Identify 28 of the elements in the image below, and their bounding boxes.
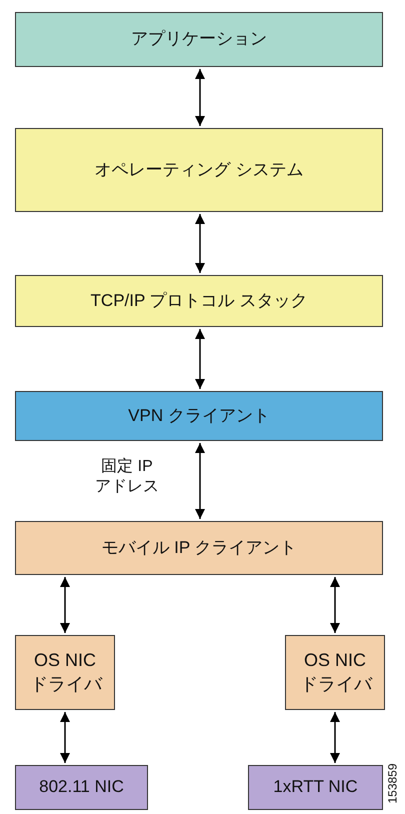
box-label: VPN クライアント xyxy=(128,404,270,427)
box-label: アプリケーション xyxy=(131,28,267,50)
double-arrow xyxy=(60,577,70,633)
double-arrow xyxy=(195,69,205,126)
double-arrow xyxy=(330,577,340,633)
box-label: OS NIC ドライバ xyxy=(30,649,100,696)
hardware-box xyxy=(248,765,383,810)
layer-box xyxy=(15,391,383,441)
box-label: OS NIC ドライバ xyxy=(300,649,370,696)
figure-number: 153859 xyxy=(386,762,400,806)
driver-box xyxy=(285,635,385,710)
box-label: TCP/IP プロトコル スタック xyxy=(90,290,308,312)
hardware-box xyxy=(15,765,148,810)
layer-box xyxy=(15,275,383,327)
box-label: 802.11 NIC xyxy=(39,776,124,798)
layer-box xyxy=(15,128,383,212)
annotation-text: 固定 IP アドレス xyxy=(94,457,160,497)
double-arrow xyxy=(195,443,205,519)
double-arrow xyxy=(195,329,205,389)
double-arrow xyxy=(330,712,340,763)
layer-box xyxy=(15,12,383,67)
box-label: モバイル IP クライアント xyxy=(101,536,297,559)
layer-box xyxy=(15,521,383,575)
box-label: オペレーティング システム xyxy=(94,158,304,181)
box-label: 1xRTT NIC xyxy=(273,776,358,798)
double-arrow xyxy=(195,214,205,273)
double-arrow xyxy=(60,712,70,763)
driver-box xyxy=(15,635,115,710)
